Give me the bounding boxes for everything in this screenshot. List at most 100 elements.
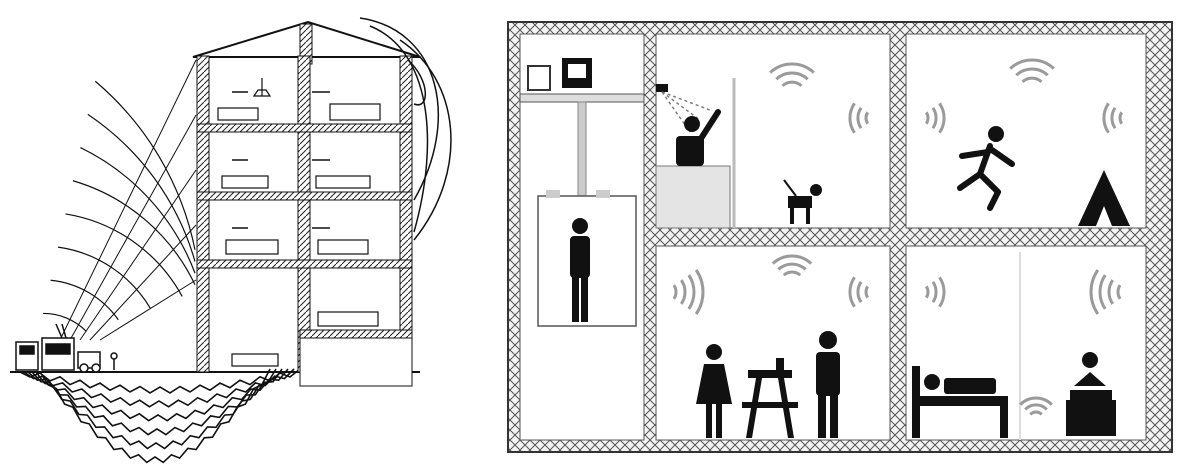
ground-wave	[39, 368, 271, 464]
floor-slab-3	[196, 123, 413, 133]
lower-left-room	[655, 245, 891, 441]
traffic-sources	[15, 323, 118, 373]
sound-wave-arc	[864, 111, 870, 125]
sound-wave-arc	[1098, 274, 1107, 310]
wave-arc	[94, 80, 196, 250]
floor-slab-2	[196, 191, 413, 201]
sound-wave-arc	[777, 262, 807, 271]
sound-wave-arc	[694, 269, 705, 315]
sound-wave-arc	[1024, 403, 1048, 411]
sprinkler-icon	[656, 84, 668, 92]
ground-borne-waves	[19, 368, 301, 464]
counter	[655, 165, 731, 229]
tram-icon	[15, 341, 39, 371]
radiation-line	[79, 169, 197, 341]
sound-wave-arc	[1089, 269, 1100, 315]
radiation-line	[69, 114, 197, 341]
left-outer-wall	[196, 55, 210, 373]
car-icon	[77, 351, 101, 373]
center-wall	[297, 55, 311, 373]
sound-wave-arc	[856, 280, 863, 304]
sound-wave-arc	[1102, 102, 1110, 134]
wave-arc	[72, 180, 196, 286]
side-arc	[407, 59, 427, 106]
sound-wave-arc	[938, 102, 946, 134]
transmission-arrows	[232, 91, 330, 229]
building	[192, 20, 421, 387]
person-at-counter-icon	[676, 109, 721, 166]
fan-icon	[562, 58, 592, 88]
running-person-icon	[957, 126, 1015, 211]
sound-wave-arc	[938, 276, 946, 308]
sound-wave-arc	[1021, 76, 1043, 83]
radiation-line	[89, 224, 197, 341]
sound-wave-arc	[924, 111, 930, 125]
furniture-bench	[315, 175, 371, 189]
sound-wave-arc	[1015, 67, 1049, 77]
sound-wave-arc	[680, 279, 687, 305]
elevator-top-shelf	[519, 93, 645, 103]
facade-arrows	[359, 17, 452, 241]
dog-icon	[783, 179, 822, 224]
furniture-bed	[329, 103, 381, 121]
sound-wave-arc	[687, 274, 696, 310]
sound-wave-arc	[1110, 106, 1117, 130]
building-cross-section-panel	[10, 17, 452, 464]
sound-wave-arc	[782, 270, 802, 277]
side-arc	[399, 39, 452, 241]
radiation-line	[99, 279, 197, 341]
sound-wave-arc	[775, 71, 809, 81]
sound-wave-arc	[848, 276, 856, 308]
cab-bracket	[546, 190, 560, 198]
pedestrian-icon	[110, 352, 118, 370]
furniture	[217, 78, 381, 367]
sprinkler-spray	[661, 91, 711, 133]
wave-arc	[50, 279, 119, 321]
wave-arc	[87, 113, 196, 262]
furniture-basement-desk	[317, 311, 379, 327]
side-arc	[359, 17, 440, 201]
room-noise-panel	[507, 21, 1173, 453]
ground-floor-slab	[299, 329, 413, 339]
side-arc	[369, 25, 429, 233]
elevator-cable	[577, 101, 587, 199]
floor-slab-1	[196, 259, 413, 269]
wave-arc	[57, 246, 151, 309]
furniture-couch	[221, 175, 269, 189]
standing-person-icon	[570, 218, 590, 322]
sound-wave-arc	[1029, 410, 1043, 416]
cab-bracket	[596, 190, 610, 198]
sound-wave-arc	[781, 80, 803, 87]
basement	[299, 337, 413, 387]
furniture-table	[225, 239, 279, 255]
sound-wave-arc	[771, 254, 813, 265]
sound-wave-arc	[856, 106, 863, 130]
sound-wave-arc	[1019, 396, 1053, 406]
reading-person-icon	[1066, 352, 1116, 436]
sound-wave-arc	[848, 102, 856, 134]
sound-wave-arc	[864, 285, 870, 299]
sound-wave-arc	[1107, 279, 1114, 305]
sound-wave-arc	[924, 285, 930, 299]
ground-wave	[19, 368, 301, 394]
airborne-wave-arcs	[43, 59, 197, 341]
sound-wave-arc	[672, 284, 678, 300]
woman-icon	[696, 344, 732, 438]
sound-wave-arc	[1116, 284, 1122, 300]
box-icon	[527, 65, 551, 91]
furniture-chairs	[317, 239, 369, 255]
bus-icon	[41, 323, 75, 371]
sound-wave-arc	[1009, 58, 1055, 70]
furniture-sofa	[217, 107, 259, 121]
furniture-ground-table	[231, 353, 279, 367]
wave-arc	[80, 147, 196, 274]
bed-person-icon	[912, 366, 1008, 438]
ceiling-lamp-icon	[252, 89, 272, 97]
tent-icon	[1078, 170, 1130, 226]
sound-wave-arc	[931, 280, 938, 304]
ground-wave	[23, 368, 295, 408]
wave-arc	[65, 213, 183, 297]
wave-arc	[43, 312, 87, 332]
